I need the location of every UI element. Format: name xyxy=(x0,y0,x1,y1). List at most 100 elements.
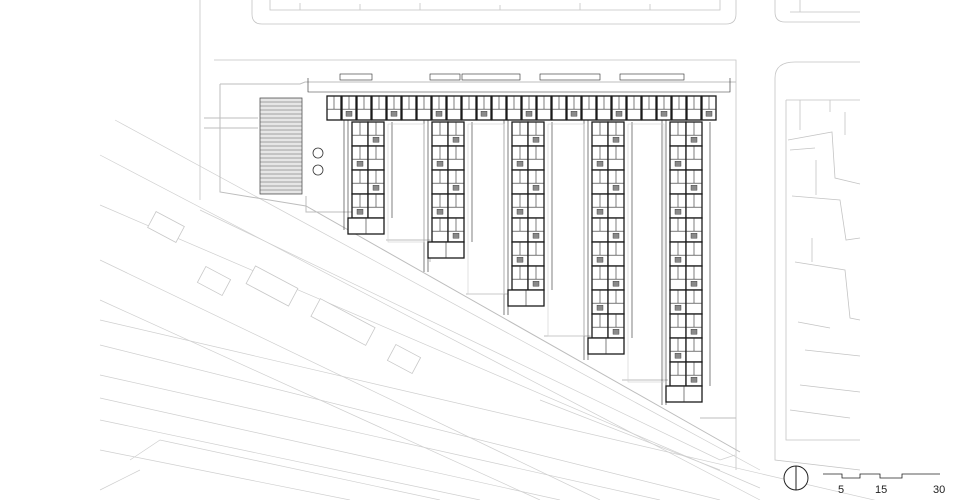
top-unit-5-stair xyxy=(390,110,398,117)
top-unit-23-partition xyxy=(657,96,671,110)
wing-5-unit-right-5-partition xyxy=(686,218,702,232)
top-unit-13-partition xyxy=(507,96,521,110)
wing-5-corridor xyxy=(661,120,667,405)
wing-3-unit-left-1-partition xyxy=(512,122,528,136)
wing-4-unit-left-9-partition xyxy=(592,314,608,328)
roof-element-2 xyxy=(429,73,461,81)
wing-5-unit-right-1-stair xyxy=(690,136,698,143)
wing-5-unit-left-4-partition xyxy=(670,194,686,208)
wing-4-unit-left-2-partition xyxy=(592,146,608,160)
top-unit-22-partition xyxy=(642,96,656,110)
wing-2-unit-right-3-stair xyxy=(452,184,460,191)
top-unit-2-stair xyxy=(345,110,353,117)
wing-3-unit-right-3-stair xyxy=(532,184,540,191)
wing-4-unit-right-3-stair xyxy=(612,184,620,191)
wing-4-unit-left-2-stair xyxy=(596,160,604,167)
wing-2-unit-right-5-partition xyxy=(448,218,464,232)
wing-4-unit-left-4-stair xyxy=(596,208,604,215)
scale-label-15: 15 xyxy=(875,484,887,496)
top-unit-21-partition xyxy=(627,96,641,110)
wing-2-unit-left-3-partition xyxy=(432,170,448,184)
wing-3-unit-right-7-stair xyxy=(532,281,540,287)
top-unit-20-partition xyxy=(612,96,626,110)
wing-3-corridor xyxy=(503,120,509,315)
wing-3-unit-left-5-partition xyxy=(512,218,528,232)
access-gallery xyxy=(307,78,731,93)
wing-5-unit-right-9-stair xyxy=(690,329,698,335)
roof-element-4 xyxy=(539,73,601,81)
wing-4-unit-left-8-stair xyxy=(596,305,604,311)
wing-2-unit-left-4-stair xyxy=(436,208,444,215)
wing-4-unit-right-1-partition xyxy=(608,122,624,136)
wing-2-unit-right-5-stair xyxy=(452,232,460,239)
top-unit-3-partition xyxy=(357,96,371,110)
scale-bar: 5 15 30 xyxy=(823,473,945,496)
wing-4-unit-right-7-partition xyxy=(608,266,624,280)
wing-2-unit-left-4-partition xyxy=(432,194,448,208)
wing-2-unit-right-4-partition xyxy=(448,194,464,208)
wing-5-unit-right-8-partition xyxy=(686,290,702,304)
wing-5-unit-right-9-partition xyxy=(686,314,702,328)
wing-4-unit-left-3-partition xyxy=(592,170,608,184)
wing-5-unit-right-2-partition xyxy=(686,146,702,160)
wing-5-unit-left-5-partition xyxy=(670,218,686,232)
top-unit-9-partition xyxy=(447,96,461,110)
wing-1-unit-right-3-stair xyxy=(372,184,380,191)
wing-1-unit-right-4-partition xyxy=(368,194,384,208)
wing-2-unit-left-2-partition xyxy=(432,146,448,160)
top-unit-10-partition xyxy=(462,96,476,110)
wing-4-unit-right-3-partition xyxy=(608,170,624,184)
tank-1 xyxy=(312,147,324,159)
wing-3-unit-right-6-partition xyxy=(528,242,544,256)
wing-3-unit-right-1-partition xyxy=(528,122,544,136)
wing-3-unit-left-2-partition xyxy=(512,146,528,160)
wing-2-unit-left-2-stair xyxy=(436,160,444,167)
wing-5-unit-left-2-partition xyxy=(670,146,686,160)
top-unit-24-partition xyxy=(672,96,686,110)
wing-5-unit-left-10-partition xyxy=(670,338,686,352)
wing-5-unit-left-3-partition xyxy=(670,170,686,184)
wing-4-unit-right-7-stair xyxy=(612,281,620,287)
wing-1-unit-left-3-partition xyxy=(352,170,368,184)
wing-3-unit-right-2-partition xyxy=(528,146,544,160)
wing-5-unit-right-11-stair xyxy=(690,377,698,383)
tank-2 xyxy=(312,164,324,176)
wing-4-unit-right-5-partition xyxy=(608,218,624,232)
wing-5-unit-right-7-partition xyxy=(686,266,702,280)
wing-1-unit-left-1-partition xyxy=(352,122,368,136)
top-unit-11-stair xyxy=(480,110,488,117)
wing-3-unit-left-2-stair xyxy=(516,160,524,167)
street-context xyxy=(199,0,861,471)
wing-5-unit-left-6-stair xyxy=(674,257,682,263)
top-unit-16-partition xyxy=(552,96,566,110)
wing-4-unit-left-8-partition xyxy=(592,290,608,304)
wing-3-unit-right-5-stair xyxy=(532,232,540,239)
top-unit-4-partition xyxy=(372,96,386,110)
top-unit-6-partition xyxy=(402,96,416,110)
wing-4-unit-right-6-partition xyxy=(608,242,624,256)
wing-2-unit-left-1-partition xyxy=(432,122,448,136)
wing-5-unit-right-10-partition xyxy=(686,338,702,352)
wing-4-unit-right-5-stair xyxy=(612,232,620,239)
ancillary-block xyxy=(259,97,303,195)
wing-4-unit-left-7-partition xyxy=(592,266,608,280)
top-unit-8-stair xyxy=(435,110,443,117)
wing-3-unit-left-4-stair xyxy=(516,208,524,215)
north-arrow-icon xyxy=(783,465,809,491)
wing-1-unit-left-4-partition xyxy=(352,194,368,208)
wing-5-unit-left-6-partition xyxy=(670,242,686,256)
wing-5-unit-right-5-stair xyxy=(690,232,698,239)
wing-5-unit-left-10-stair xyxy=(674,353,682,359)
wing-1-unit-right-1-stair xyxy=(372,136,380,143)
top-unit-7-partition xyxy=(417,96,431,110)
wing-1-unit-right-1-partition xyxy=(368,122,384,136)
top-unit-5-partition xyxy=(387,96,401,110)
wing-4-unit-left-6-stair xyxy=(596,257,604,263)
wing-3-unit-right-7-partition xyxy=(528,266,544,280)
wing-1-unit-right-2-partition xyxy=(368,146,384,160)
wing-4-unit-right-9-stair xyxy=(612,329,620,335)
wing-4-unit-right-9-partition xyxy=(608,314,624,328)
wing-2-unit-right-1-stair xyxy=(452,136,460,143)
wing-1-unit-left-4-stair xyxy=(356,208,364,215)
